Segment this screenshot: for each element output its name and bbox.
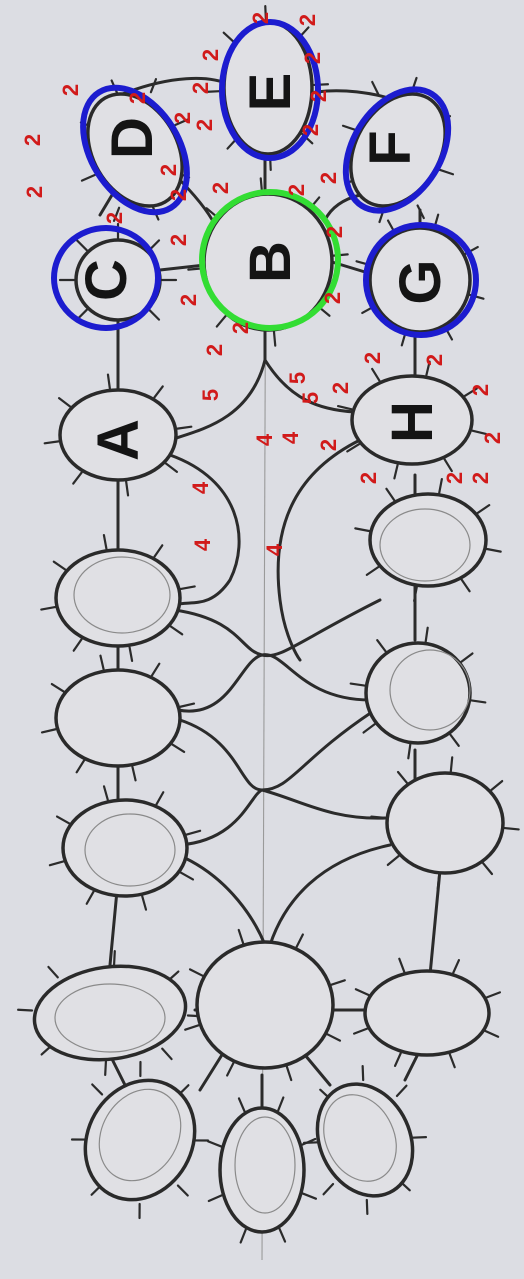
node-big-center <box>197 942 333 1068</box>
red-mark-two: 2 <box>300 52 325 64</box>
spoke-line <box>451 757 452 771</box>
red-mark-two: 2 <box>188 82 213 94</box>
red-mark-two: 2 <box>306 90 331 102</box>
red-mark-two: 2 <box>356 472 381 484</box>
red-mark-two: 2 <box>442 472 467 484</box>
red-mark-two: 2 <box>360 352 385 364</box>
spoke-line <box>114 951 115 965</box>
red-mark-two: 2 <box>228 322 253 334</box>
label-c: C <box>74 259 139 301</box>
red-mark-two: 2 <box>198 49 223 61</box>
spoke-line <box>505 828 519 829</box>
red-mark-four: 4 <box>190 538 215 551</box>
node-right-4 <box>365 971 489 1055</box>
red-mark-two: 2 <box>58 84 83 96</box>
red-mark-two: 2 <box>192 119 217 131</box>
spoke-line <box>274 332 275 346</box>
red-mark-four: 4 <box>188 481 213 494</box>
red-mark-two: 2 <box>320 292 345 304</box>
red-mark-two: 2 <box>22 186 47 198</box>
red-mark-two: 2 <box>166 234 191 246</box>
red-mark-two: 2 <box>480 432 505 444</box>
label-a: A <box>86 419 151 461</box>
spoke-line <box>367 1200 368 1214</box>
red-mark-two: 2 <box>248 12 273 24</box>
red-mark-two: 2 <box>316 172 341 184</box>
red-mark-two: 2 <box>284 184 309 196</box>
node-right-1 <box>370 494 486 586</box>
red-mark-four: 4 <box>252 433 277 446</box>
red-mark-two: 2 <box>322 226 347 238</box>
red-mark-four: 4 <box>262 543 287 556</box>
red-mark-two: 2 <box>176 294 201 306</box>
label-h: H <box>380 401 445 443</box>
red-mark-two: 2 <box>166 189 191 201</box>
red-mark-two: 2 <box>208 182 233 194</box>
red-mark-two: 2 <box>298 124 323 136</box>
red-mark-two: 2 <box>102 212 127 224</box>
spoke-line <box>105 1061 106 1075</box>
red-mark-two: 2 <box>468 384 493 396</box>
red-mark-two: 2 <box>295 14 320 26</box>
red-mark-five: 5 <box>285 372 310 384</box>
red-mark-two: 2 <box>20 134 45 146</box>
spoke-line <box>371 817 385 818</box>
red-mark-two: 2 <box>202 344 227 356</box>
red-mark-two: 2 <box>422 354 447 366</box>
red-mark-four: 4 <box>278 431 303 444</box>
label-b: B <box>238 241 303 283</box>
red-mark-two: 2 <box>156 164 181 176</box>
spoke-line <box>412 1137 426 1138</box>
label-e: E <box>238 73 303 112</box>
label-f: F <box>358 130 423 165</box>
label-d: D <box>100 117 165 159</box>
node-left-2 <box>56 670 180 766</box>
node-bottom-center <box>220 1108 304 1232</box>
node-right-3 <box>387 773 503 873</box>
red-mark-five: 5 <box>298 392 323 404</box>
red-mark-two: 2 <box>316 439 341 451</box>
spoke-line <box>438 875 439 889</box>
spoke-line <box>18 1010 32 1011</box>
red-mark-two: 2 <box>125 92 150 104</box>
spoke-line <box>363 1066 364 1080</box>
spoke-line <box>304 1142 318 1143</box>
red-mark-two: 2 <box>328 382 353 394</box>
red-mark-five: 5 <box>198 389 223 401</box>
red-mark-two: 2 <box>468 472 493 484</box>
label-g: G <box>388 259 453 304</box>
